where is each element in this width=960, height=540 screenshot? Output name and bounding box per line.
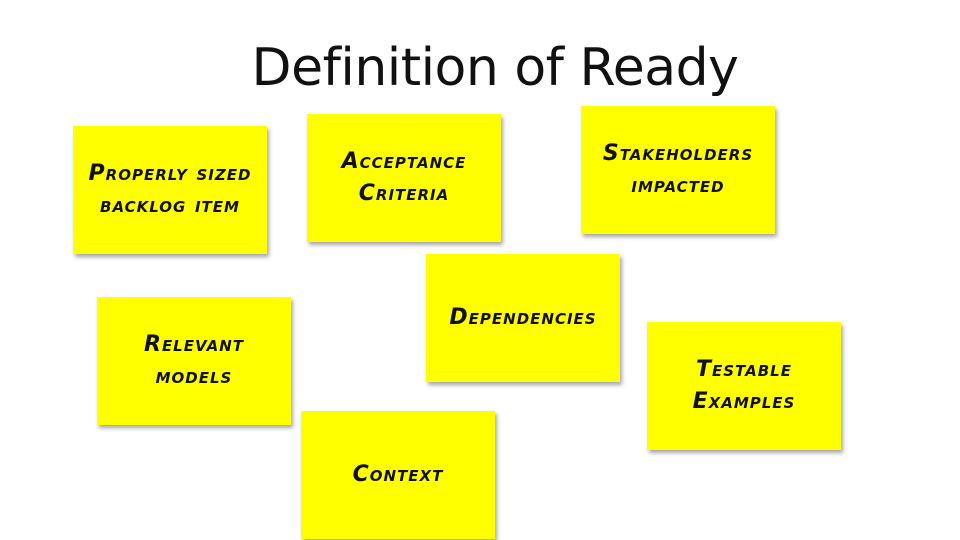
note-label: Acceptance Criteria [341, 149, 467, 206]
sticky-note-context: Context [301, 411, 495, 539]
sticky-note-acceptance-criteria: Acceptance Criteria [307, 114, 501, 242]
slide-title: Definition of Ready [251, 38, 739, 98]
sticky-note-properly-sized-backlog-item: Properly sized backlog item [73, 126, 267, 254]
sticky-note-dependencies: Dependencies [426, 254, 620, 382]
note-label: Context [352, 462, 444, 487]
note-label: Properly sized backlog item [88, 161, 252, 218]
note-label: Relevant models [144, 332, 244, 389]
sticky-note-stakeholders-impacted: Stakeholders impacted [581, 106, 775, 234]
note-label: Testable Examples [692, 357, 796, 414]
note-label: Dependencies [449, 305, 597, 330]
sticky-note-testable-examples: Testable Examples [647, 322, 841, 450]
note-label: Stakeholders impacted [602, 141, 754, 198]
sticky-note-relevant-models: Relevant models [97, 297, 291, 425]
